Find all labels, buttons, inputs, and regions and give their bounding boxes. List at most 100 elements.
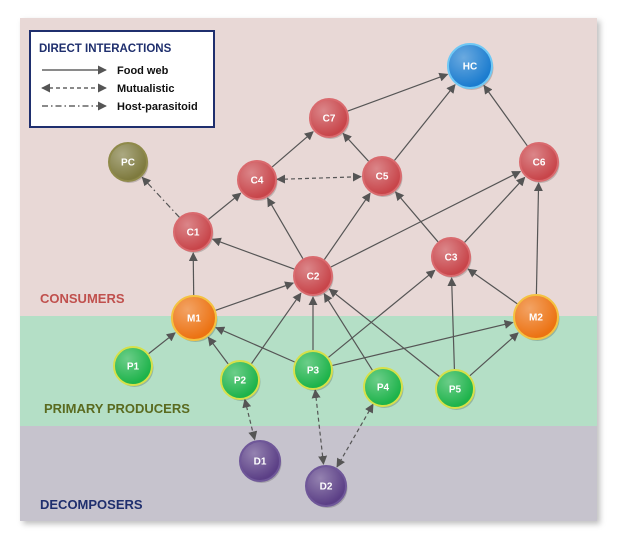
edge-c4-c7 <box>271 131 314 168</box>
band-label-consumers: CONSUMERS <box>40 291 125 306</box>
node-highlight <box>515 296 557 338</box>
band-label-decomposers: DECOMPOSERS <box>40 497 143 512</box>
node-highlight <box>365 369 401 405</box>
node-d1: D1 <box>239 440 282 483</box>
node-highlight <box>437 371 473 407</box>
node-highlight <box>175 214 211 250</box>
edge-p5-m2 <box>469 332 519 377</box>
node-c3: C3 <box>431 237 472 278</box>
edge-p4-d2 <box>336 403 374 468</box>
edge-c7-hc <box>347 72 449 112</box>
node-label: PC <box>121 158 135 169</box>
node-label: C3 <box>445 253 458 264</box>
node-p3: P3 <box>293 350 334 391</box>
node-label: C6 <box>533 158 546 169</box>
legend-label-solid: Food web <box>117 65 169 77</box>
legend-box <box>29 30 215 128</box>
node-label: HC <box>463 62 477 73</box>
node-highlight <box>433 239 469 275</box>
edge-c2-c5 <box>323 192 371 260</box>
node-highlight <box>295 258 331 294</box>
node-c4: C4 <box>237 160 278 201</box>
node-p4: P4 <box>363 367 404 408</box>
node-label: C7 <box>323 114 336 125</box>
node-label: P1 <box>127 362 140 373</box>
node-highlight <box>239 162 275 198</box>
node-c7: C7 <box>309 98 350 139</box>
node-highlight <box>311 100 347 136</box>
edge-c2-c1 <box>211 237 295 270</box>
band-decomposers <box>20 426 597 521</box>
edge-p2-m1 <box>207 336 229 365</box>
edge-c3-c6 <box>464 176 526 243</box>
node-highlight <box>173 297 215 339</box>
node-c5: C5 <box>362 156 403 197</box>
node-pc: PC <box>108 142 149 183</box>
edge-p5-c2 <box>328 288 440 377</box>
node-c6: C6 <box>519 142 560 183</box>
node-p1: P1 <box>113 346 154 387</box>
legend-item-solid: Food web <box>42 65 169 77</box>
edge-m2-c3 <box>467 268 518 305</box>
node-d2: D2 <box>305 465 348 508</box>
habitat-bands: CONSUMERS PRIMARY PRODUCERS DECOMPOSERS <box>20 18 597 521</box>
node-label: P4 <box>377 383 390 394</box>
interaction-edges <box>141 72 543 468</box>
node-c2: C2 <box>293 256 334 297</box>
node-label: C2 <box>307 272 320 283</box>
band-label-producers: PRIMARY PRODUCERS <box>44 401 190 416</box>
node-highlight <box>222 362 258 398</box>
node-highlight <box>449 45 491 87</box>
edge-c1-c4 <box>208 192 242 220</box>
edge-p3-m2 <box>332 319 514 366</box>
edge-c3-c5 <box>395 191 439 243</box>
edge-c1-pc <box>141 176 180 218</box>
node-label: C1 <box>187 228 200 239</box>
edge-m1-c1 <box>188 252 198 296</box>
legend-label-dashed: Mutualistic <box>117 83 174 95</box>
node-label: P2 <box>234 376 247 387</box>
node-hc: HC <box>447 43 494 90</box>
edge-p3-m1 <box>215 326 295 363</box>
edge-p3-d2 <box>311 389 328 465</box>
legend-item-dashed: Mutualistic <box>41 83 174 95</box>
edge-p5-c3 <box>447 277 457 370</box>
legend-title: DIRECT INTERACTIONS <box>39 43 172 55</box>
edge-m1-c2 <box>215 281 295 311</box>
edge-c5-hc <box>394 83 456 161</box>
legend-item-dashdot: Host-parasitoid <box>42 101 198 113</box>
edge-c5-c7 <box>342 132 369 162</box>
edge-c2-c4 <box>267 197 304 260</box>
edge-p1-m1 <box>148 332 176 355</box>
node-label: C4 <box>251 176 264 187</box>
node-label: C5 <box>376 172 389 183</box>
node-label: M1 <box>187 314 201 325</box>
edge-p3-c3 <box>328 269 436 358</box>
edge-c4-c5 <box>276 172 362 184</box>
node-highlight <box>307 467 345 505</box>
node-highlight <box>110 144 146 180</box>
node-highlight <box>364 158 400 194</box>
edge-p2-c2 <box>251 292 302 364</box>
node-label: D1 <box>254 457 267 468</box>
node-label: M2 <box>529 313 543 324</box>
edge-c6-hc <box>483 84 528 147</box>
node-m2: M2 <box>513 294 560 341</box>
edge-c2-c6 <box>330 170 522 268</box>
node-highlight <box>295 352 331 388</box>
node-label: P5 <box>449 385 462 396</box>
legend-label-dashdot: Host-parasitoid <box>117 101 198 113</box>
node-highlight <box>115 348 151 384</box>
edge-m2-c6 <box>533 182 543 295</box>
node-label: D2 <box>320 482 333 493</box>
legend: DIRECT INTERACTIONS Food webMutualisticH… <box>29 30 215 128</box>
edge-p4-c2 <box>323 293 373 371</box>
node-label: P3 <box>307 366 320 377</box>
node-p5: P5 <box>435 369 476 410</box>
node-m1: M1 <box>171 295 218 342</box>
node-highlight <box>521 144 557 180</box>
node-highlight <box>241 442 279 480</box>
